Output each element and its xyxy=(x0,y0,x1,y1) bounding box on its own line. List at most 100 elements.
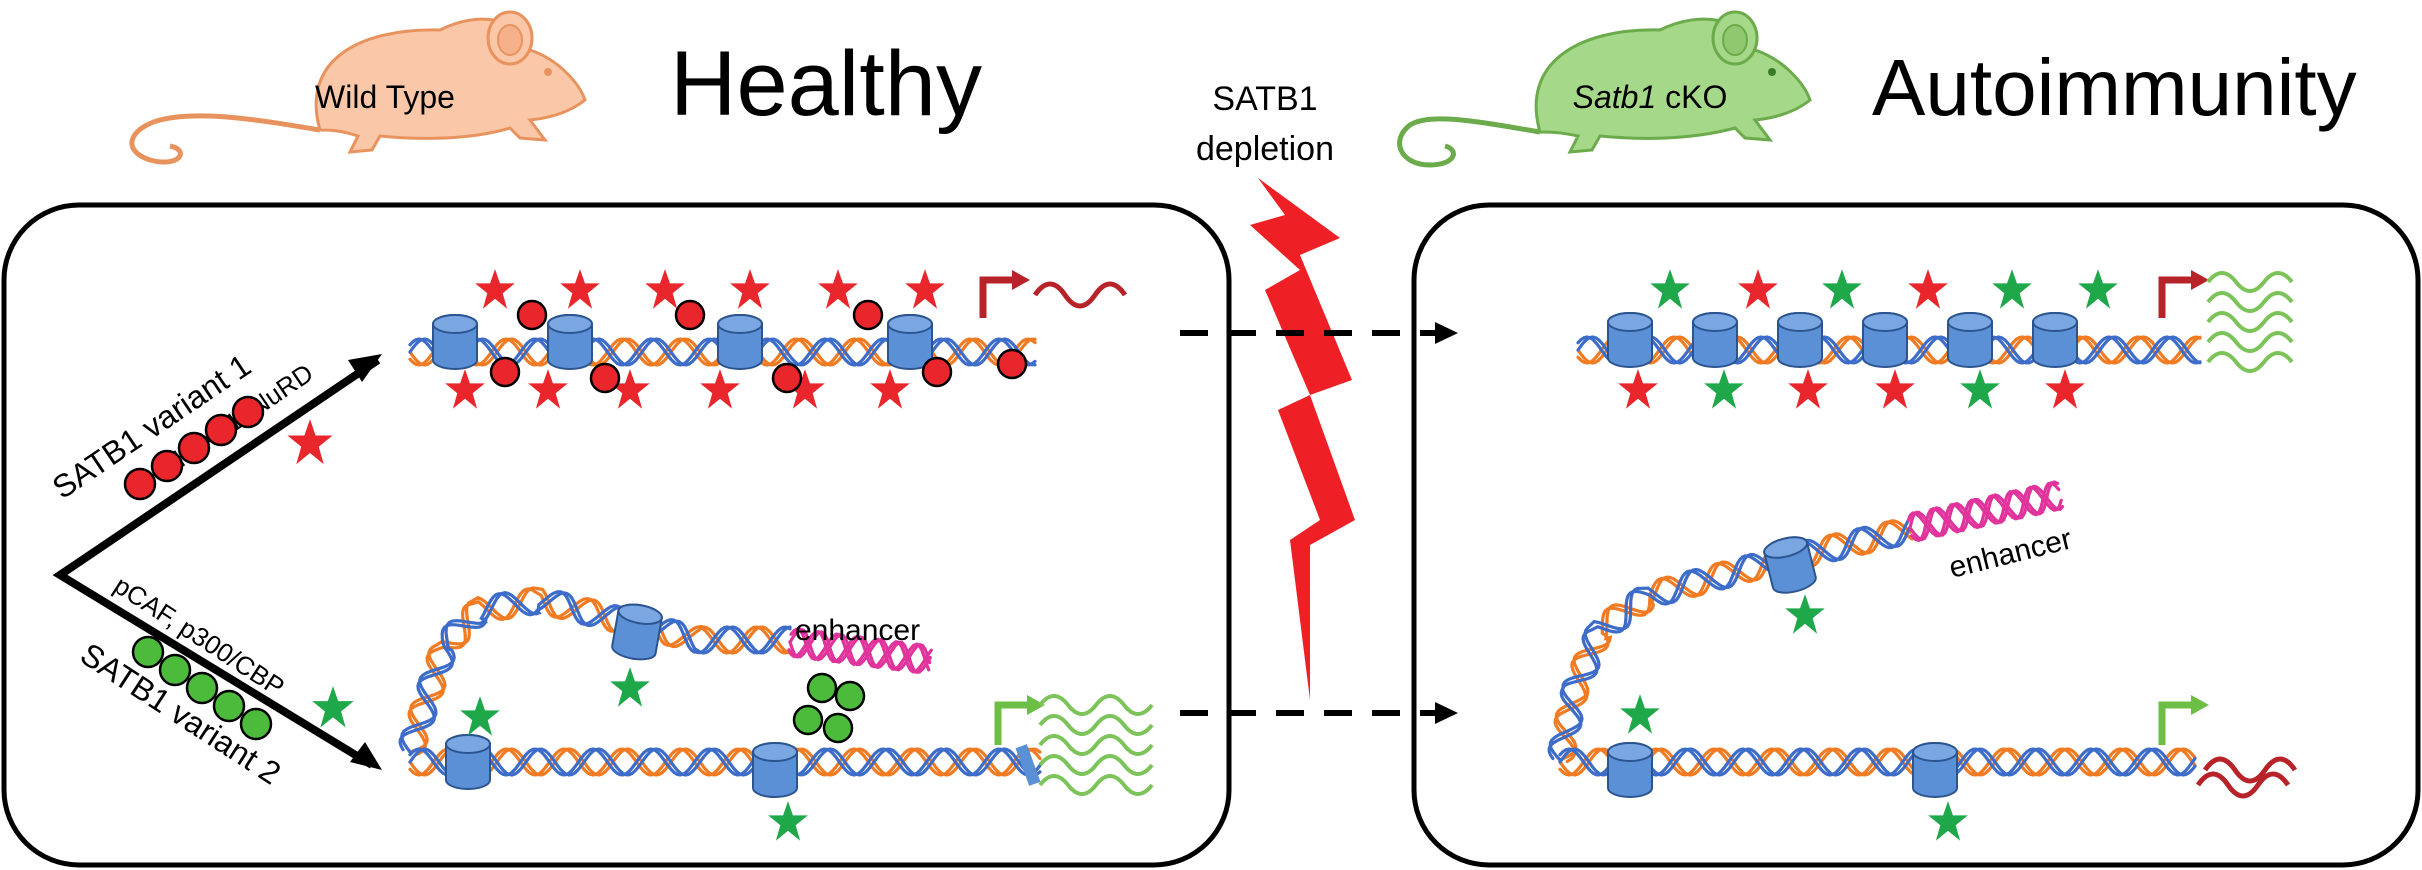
mouse-satb1-cko-icon: Satb1 cKO xyxy=(1397,10,1812,168)
satb1-dot-red xyxy=(674,299,706,331)
star-green-icon xyxy=(2078,269,2118,309)
star-green-icon xyxy=(1620,694,1660,734)
star-green-icon xyxy=(1822,269,1862,309)
title-autoimmunity: Autoimmunity xyxy=(1872,43,2357,132)
nucleosome-right-top xyxy=(1862,312,1908,368)
mouse-label-satb1: Satb1 xyxy=(1573,79,1657,115)
nucleosome-icon xyxy=(445,734,491,790)
star-green-icon xyxy=(1785,594,1825,634)
dna-left-bottom-strand xyxy=(408,747,1042,777)
star-red-icon xyxy=(645,269,685,309)
dna-left-bottom-loop-strand xyxy=(398,590,792,752)
enhancer-left-strand xyxy=(788,627,932,672)
star-red-icon xyxy=(475,269,515,309)
star-green-icon xyxy=(460,696,500,736)
nucleosome-icon xyxy=(752,742,798,798)
nucleosome-icon xyxy=(432,314,478,370)
star-red-icon xyxy=(870,369,910,409)
title-healthy: Healthy xyxy=(670,33,982,135)
dna-right-bottom-strand xyxy=(1558,747,2197,777)
star-red-icon xyxy=(1738,269,1778,309)
dna-left-bottom xyxy=(408,747,1042,777)
transcript-waves-right-top xyxy=(2206,271,2294,373)
star-green-icon xyxy=(1992,269,2032,309)
nucleosome-right-top xyxy=(1607,312,1653,368)
nucleosome-left-bottom xyxy=(609,600,665,664)
dna-left-bottom-loop-strand xyxy=(408,586,792,754)
nucleosome-left-top xyxy=(432,314,478,370)
star-red-icon xyxy=(905,269,945,309)
nucleosome-icon xyxy=(1692,312,1738,368)
dashed-arrow-top xyxy=(1180,322,1458,344)
star-red-icon xyxy=(1875,369,1915,409)
event-label-line1: SATB1 xyxy=(1212,80,1317,118)
dashed-arrow-bottom xyxy=(1180,702,1458,724)
nucleosome-icon xyxy=(1607,312,1653,368)
dna-left-bottom-loop-strand xyxy=(407,587,792,756)
nucleosome-left-top xyxy=(717,314,763,370)
nucleosome-left-top xyxy=(547,314,593,370)
tss-arrow-left-top xyxy=(979,270,1030,318)
dna-right-bottom-open-strand xyxy=(1554,519,1913,762)
nucleosome-icon xyxy=(1912,742,1958,798)
star-red-icon xyxy=(445,369,485,409)
variant1-star-icon xyxy=(287,419,333,465)
star-green-icon xyxy=(1960,369,2000,409)
satb1-dot-green xyxy=(822,712,854,744)
dna-left-bottom-strand xyxy=(408,747,1042,777)
satb1-dot-green xyxy=(806,672,838,704)
star-green-icon xyxy=(1704,369,1744,409)
star-red-icon xyxy=(730,269,770,309)
dna-right-bottom-open xyxy=(1547,519,1914,764)
star-red-icon xyxy=(560,269,600,309)
nucleosome-right-bottom xyxy=(1607,742,1653,798)
mouse-wild-type-icon: Wild Type xyxy=(129,10,587,165)
star-red-icon xyxy=(700,369,740,409)
transcript-wave-right-bottom xyxy=(2202,756,2298,784)
enhancer-right xyxy=(1906,480,2065,543)
star-red-icon xyxy=(818,269,858,309)
dna-left-bottom-loop-strand xyxy=(400,591,792,754)
star-red-icon xyxy=(2045,369,2085,409)
nucleosome-icon xyxy=(547,314,593,370)
dna-right-bottom-strand xyxy=(1558,747,2197,777)
star-green-icon xyxy=(1650,269,1690,309)
variant2-green-dots xyxy=(131,635,273,741)
dna-right-bottom xyxy=(1558,747,2197,777)
panel-healthy xyxy=(1,202,1232,868)
transcript-waves-left-bottom xyxy=(1038,694,1154,796)
star-green-icon xyxy=(768,801,808,841)
satb1-dot-red xyxy=(489,356,521,388)
svg-text:Satb1 cKO: Satb1 cKO xyxy=(1573,79,1728,115)
nucleosome-right-top xyxy=(1947,312,1993,368)
nucleosome-icon xyxy=(1607,742,1653,798)
transcript-wave-right-bottom-2 xyxy=(2195,771,2291,799)
star-green-icon xyxy=(1928,801,1968,841)
satb1-dot-red xyxy=(771,362,803,394)
arrowhead-upper xyxy=(348,354,382,382)
event-label-line2: depletion xyxy=(1196,130,1334,168)
star-red-icon xyxy=(1618,369,1658,409)
dna-left-bottom-strand xyxy=(408,747,1042,777)
dna-left-bottom-loop xyxy=(398,586,792,756)
nucleosome-right-bottom xyxy=(1912,742,1958,798)
nucleosome-left-bottom xyxy=(445,734,491,790)
nucleosome-right-top xyxy=(1692,312,1738,368)
variant1-red-dots xyxy=(123,395,265,501)
tss-arrow-right-top xyxy=(2158,270,2209,318)
enhancer-left xyxy=(787,627,933,674)
nucleosome-icon xyxy=(1947,312,1993,368)
nucleosome-icon xyxy=(717,314,763,370)
star-red-icon xyxy=(1908,269,1948,309)
enhancer-label-left: enhancer xyxy=(795,614,920,647)
nucleosome-left-bottom xyxy=(752,742,798,798)
mouse-label-wild-type: Wild Type xyxy=(315,79,455,115)
transcript-wave-left-top xyxy=(1032,281,1128,309)
dna-left-bottom-strand xyxy=(408,747,1042,777)
satb1-dot-green xyxy=(834,680,866,712)
dna-right-bottom-strand xyxy=(1558,747,2197,777)
nucleosome-icon xyxy=(2032,312,2078,368)
nucleosome-left-top xyxy=(887,314,933,370)
nucleosome-icon xyxy=(1777,312,1823,368)
